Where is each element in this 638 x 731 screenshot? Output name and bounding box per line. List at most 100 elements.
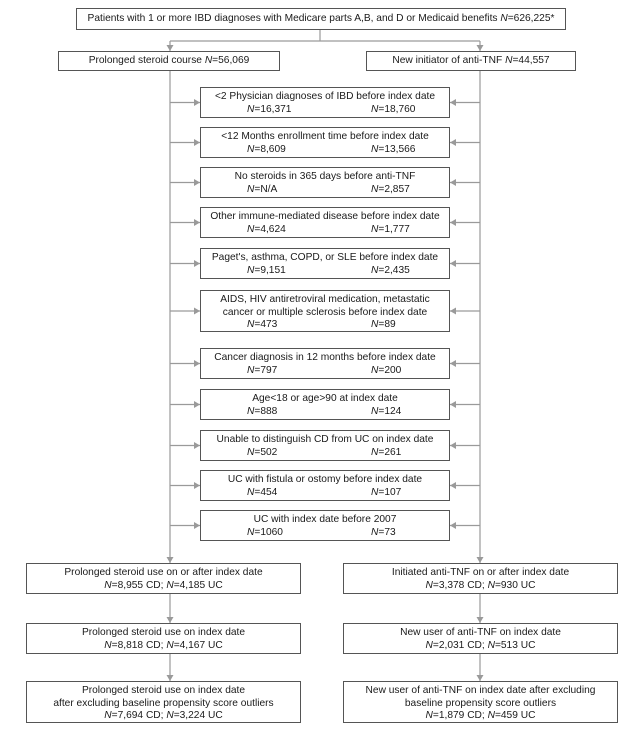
cd-count: 3,378	[438, 579, 465, 591]
anti-tnf-exclusion-arrow	[450, 260, 456, 267]
exclusion-criterion-text: <2 Physician diagnoses of IBD before ind…	[214, 91, 436, 102]
anti-tnf-excluded-value: 73	[384, 526, 396, 538]
anti-tnf-exclusion-arrow	[450, 179, 456, 186]
cohort-step-counts: N=1,879 CD; N=459 UC	[425, 710, 536, 721]
n-label: N	[247, 143, 255, 155]
steroid-exclusion-arrow	[194, 179, 200, 186]
uc-label: UC	[207, 710, 223, 721]
cd-label: CD	[145, 710, 161, 721]
anti-tnf-cohort-step-box: Initiated anti-TNF on or after index dat…	[343, 563, 618, 594]
steroid-excluded-value: 9,151	[260, 264, 286, 276]
source-population-text: Patients with 1 or more IBD diagnoses wi…	[87, 13, 498, 24]
steroid-excluded-value: 8,609	[260, 143, 286, 155]
n-label: N	[371, 526, 379, 538]
steroid-exclusion-arrow	[194, 260, 200, 267]
anti-tnf-exclusion-arrow	[450, 99, 456, 106]
right-drop-arrow	[476, 45, 484, 51]
n-label: N	[371, 143, 379, 155]
n-label: N	[247, 319, 255, 330]
steroid-excluded-count: N=454	[247, 486, 278, 498]
anti-tnf-excluded-value: 2,857	[384, 183, 410, 195]
exclusion-criterion-text: Unable to distinguish CD from UC on inde…	[216, 434, 434, 445]
steroid-cohort-n: 56,069	[218, 55, 250, 66]
anti-tnf-exclusion-arrow	[450, 307, 456, 315]
cohort-step-text: Prolonged steroid use on index date	[81, 685, 246, 696]
n-label: N	[166, 639, 174, 651]
anti-tnf-exclusion-arrow	[450, 360, 456, 367]
cohort-step-text: baseline propensity score outliers	[404, 697, 557, 709]
cd-label: CD	[145, 579, 161, 591]
n-label: N	[371, 319, 379, 330]
exclusion-criterion-text: Cancer diagnosis in 12 months before ind…	[214, 352, 436, 363]
steroid-excluded-count: N=502	[247, 446, 278, 458]
steroid-excluded-count: N=1060	[247, 526, 283, 538]
n-label: N	[371, 103, 379, 115]
cohort-step-counts: N=3,378 CD; N=930 UC	[425, 579, 536, 591]
n-label: N	[500, 13, 508, 24]
n-label: N	[425, 710, 433, 721]
n-label: N	[166, 710, 174, 721]
cohort-step-counts: N=2,031 CD; N=513 UC	[425, 639, 536, 651]
uc-label: UC	[520, 710, 536, 721]
uc-count: 3,224	[179, 710, 206, 721]
steroid-exclusion-arrow	[194, 219, 200, 226]
n-label: N	[204, 55, 213, 66]
n-label: N	[505, 55, 513, 66]
cohort-step-text: New user of anti-TNF on index date after…	[365, 685, 596, 696]
anti-tnf-cohort-n: 44,557	[518, 55, 550, 66]
uc-count: 930	[500, 579, 518, 591]
cd-count: 1,879	[438, 710, 465, 721]
steroid-excluded-count: N=797	[247, 364, 278, 376]
n-label: N	[247, 183, 255, 195]
anti-tnf-excluded-count: N=1,777	[371, 223, 410, 235]
anti-tnf-excluded-value: 18,760	[384, 103, 416, 115]
anti-tnf-excluded-value: 261	[384, 446, 402, 458]
anti-tnf-excluded-count: N=18,760	[371, 103, 416, 115]
anti-tnf-excluded-value: 200	[384, 364, 402, 376]
steroid-cohort-box: Prolonged steroid course N=56,069	[58, 51, 280, 71]
exclusion-box: Paget's, asthma, COPD, or SLE before ind…	[200, 248, 450, 279]
exclusion-criterion-text: UC with index date before 2007	[253, 514, 397, 525]
steroid-excluded-count: N=8,609	[247, 143, 286, 155]
exclusion-box: AIDS, HIV antiretroviral medication, met…	[200, 290, 450, 332]
anti-tnf-excluded-value: 1,777	[384, 223, 410, 235]
anti-tnf-exclusion-arrow	[450, 522, 456, 529]
exclusion-box: Cancer diagnosis in 12 months before ind…	[200, 348, 450, 379]
steroid-excluded-value: 797	[260, 364, 278, 376]
steroid-cohort-text: Prolonged steroid course	[88, 55, 202, 66]
steroid-excluded-count: N=9,151	[247, 264, 286, 276]
anti-tnf-cohort-step-box: New user of anti-TNF on index date after…	[343, 681, 618, 723]
n-label: N	[247, 405, 255, 417]
uc-count: 4,185	[179, 579, 206, 591]
cohort-step-text: New user of anti-TNF on index date	[400, 627, 561, 638]
anti-tnf-excluded-value: 89	[384, 319, 396, 330]
exclusion-criterion-text: cancer or multiple sclerosis before inde…	[222, 306, 428, 318]
uc-label: UC	[520, 579, 536, 591]
n-label: N	[371, 486, 379, 498]
cohort-step-text: Prolonged steroid use on index date	[81, 627, 246, 638]
steroid-exclusion-arrow	[194, 139, 200, 146]
anti-tnf-excluded-value: 124	[384, 405, 402, 417]
steroid-step-arrow-1	[166, 617, 174, 623]
uc-label: UC	[207, 579, 223, 591]
steroid-exclusion-arrow	[194, 360, 200, 367]
steroid-excluded-value: 454	[260, 486, 278, 498]
anti-tnf-excluded-count: N=107	[371, 486, 402, 498]
anti-tnf-exclusion-arrow	[450, 442, 456, 449]
exclusion-criterion-text: No steroids in 365 days before anti-TNF	[234, 171, 416, 182]
cd-count: 8,955	[117, 579, 144, 591]
anti-tnf-excluded-value: 13,566	[384, 143, 416, 155]
anti-tnf-exclusion-arrow	[450, 219, 456, 226]
n-label: N	[104, 579, 112, 591]
anti-tnf-step-arrow-2	[476, 675, 484, 681]
anti-tnf-spine-arrow	[476, 557, 484, 563]
